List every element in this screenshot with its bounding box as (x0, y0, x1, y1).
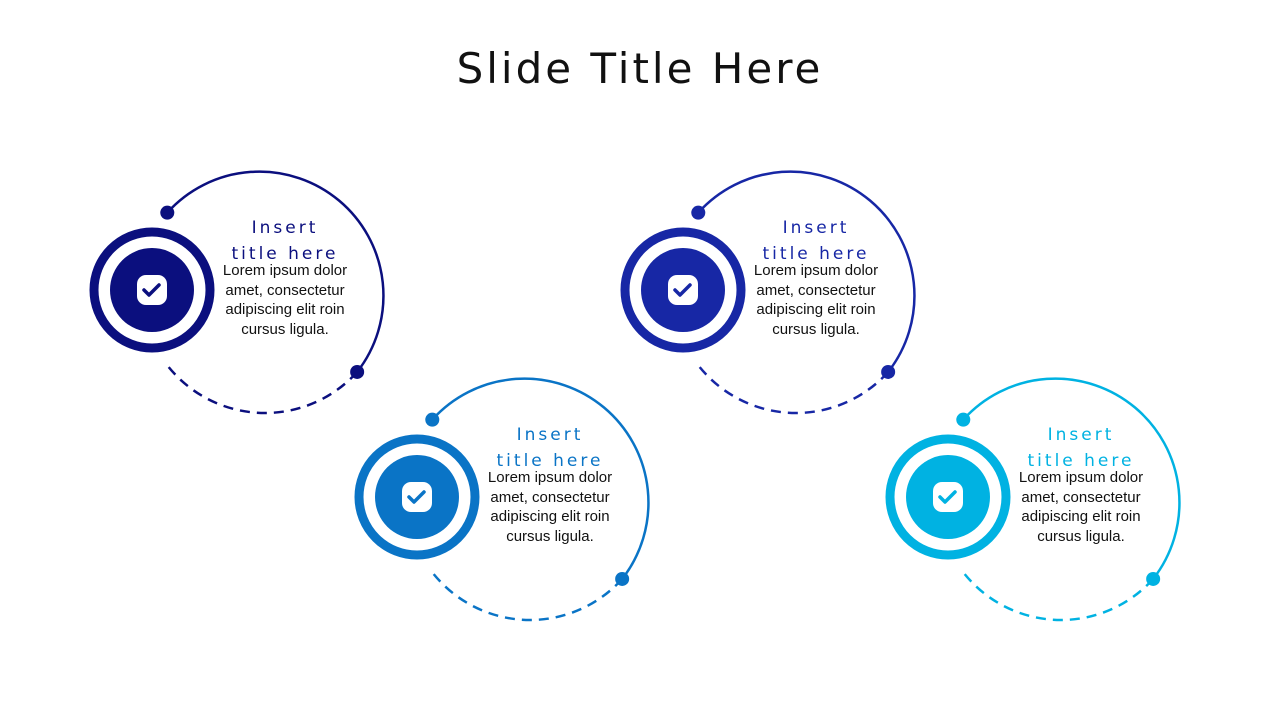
check-square-icon (668, 275, 698, 305)
slide-title: Slide Title Here (456, 44, 824, 93)
dashed-arc (431, 571, 624, 622)
arc-start-dot (160, 205, 175, 220)
card-body: Lorem ipsum dolor amet, consectetur adip… (1018, 469, 1144, 545)
solid-arc (697, 170, 916, 373)
solid-arc (166, 170, 385, 373)
card-graphic (89, 170, 385, 415)
check-square-icon (137, 275, 167, 305)
solid-arc (962, 377, 1181, 580)
dashed-arc (697, 364, 890, 415)
card-graphic (354, 377, 650, 622)
arc-end-dot (1146, 571, 1161, 586)
solid-arc (431, 377, 650, 580)
arc-end-dot (615, 571, 630, 586)
arc-end-dot (350, 364, 365, 379)
dashed-arc (962, 571, 1155, 622)
card-graphic (885, 377, 1181, 622)
check-square-icon (402, 482, 432, 512)
card-body: Lorem ipsum dolor amet, consectetur adip… (753, 262, 879, 338)
card-graphic (620, 170, 916, 415)
card-body: Lorem ipsum dolor amet, consectetur adip… (487, 469, 613, 545)
arc-end-dot (881, 364, 896, 379)
arc-start-dot (956, 412, 971, 427)
arc-start-dot (691, 205, 706, 220)
check-square-icon (933, 482, 963, 512)
arc-start-dot (425, 412, 440, 427)
dashed-arc (166, 364, 359, 415)
card-body: Lorem ipsum dolor amet, consectetur adip… (222, 262, 348, 338)
